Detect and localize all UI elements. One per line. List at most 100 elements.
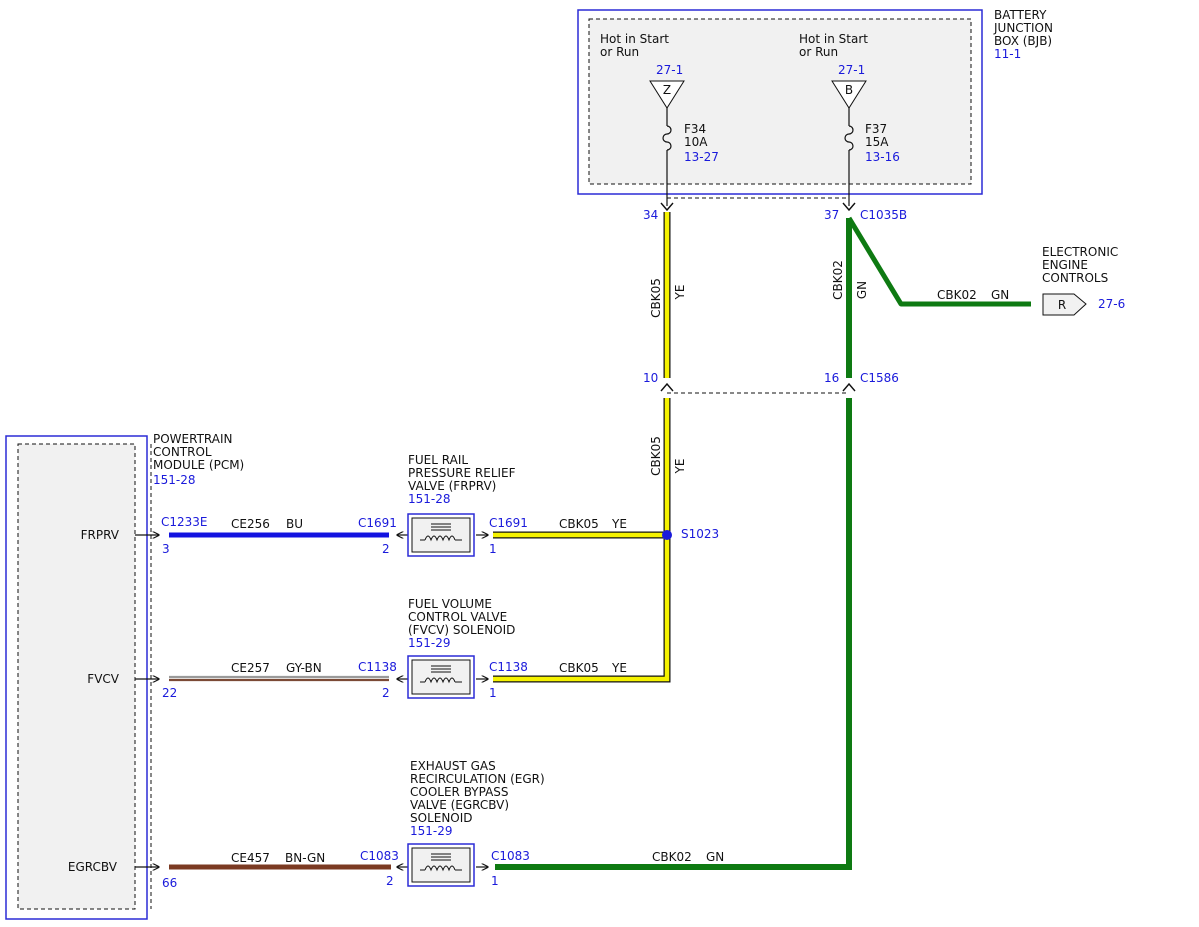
frprv-component-frame [407, 513, 475, 557]
bjb-right-feed-ref: 27-1 [838, 63, 865, 77]
pcm-pin-3: 3 [162, 542, 170, 556]
wire-cbk05-fvcv-ckt: CBK05 [559, 661, 599, 675]
fvcv-component-frame [407, 655, 475, 699]
wire-cbk05-upper-color: YE [673, 285, 687, 301]
wire-ce256-ckt: CE256 [231, 517, 270, 531]
wire-cbk02-egrcbv-color: GN [706, 850, 724, 864]
wire-ce457-color: BN-GN [285, 851, 325, 865]
bjb-left-hot-line-2: or Run [600, 45, 639, 59]
fvcv-title-line-1: FUEL VOLUME [408, 597, 492, 611]
c1035b-pin37-arrow [842, 202, 856, 212]
splice-s1023-label: S1023 [681, 527, 719, 541]
bjb-outer-frame [577, 9, 983, 195]
wire-cbk02-eec [846, 216, 1031, 307]
eec-title-line-3: CONTROLS [1042, 271, 1108, 285]
egrcbv-title-line-5: SOLENOID [410, 811, 473, 825]
c1586-pin-16: 16 [824, 371, 839, 385]
egrcbv-title-line-4: VALVE (EGRCBV) [410, 798, 509, 812]
wire-cbk02-gn: CBK02 GN CBK02 GN [495, 216, 1031, 870]
egrcbv-pin-1: 1 [491, 874, 499, 888]
c1586-pin10-arrow [660, 382, 674, 392]
bjb-left-feed-triangle [649, 80, 685, 109]
wire-ce457-ckt: CE457 [231, 851, 270, 865]
frprv-solenoid-icon [420, 523, 462, 542]
egrcbv-ref: 151-29 [410, 824, 453, 838]
pcm-signal-fvcv: FVCV [87, 672, 119, 686]
wire-cbk02-lower [495, 398, 852, 870]
wire-cbk05-lower-color: YE [673, 459, 687, 475]
bjb-left-hot-line-1: Hot in Start [600, 32, 669, 46]
c1035b-pin-37: 37 [824, 208, 839, 222]
pcm-pin-66: 66 [162, 876, 177, 890]
bjb-left-feed-ref: 27-1 [656, 63, 683, 77]
bjb-right-hot-line-1: Hot in Start [799, 32, 868, 46]
c1035b-pin-34: 34 [643, 208, 658, 222]
bjb-title-line-3: BOX (BJB) [994, 34, 1052, 48]
fuse-f37-icon [844, 125, 854, 151]
fvcv-component-body [411, 659, 471, 695]
fuse-f34-icon [662, 125, 672, 151]
eec-title-line-1: ELECTRONIC [1042, 245, 1118, 259]
c1035b-label: C1035B [860, 208, 907, 222]
bjb-right-feed-triangle [831, 80, 867, 109]
egrcbv-title-line-1: EXHAUST GAS [410, 759, 496, 773]
connector-c1035b: 34 37 C1035B [643, 197, 907, 222]
wire-cbk02-eec-color: GN [991, 288, 1009, 302]
electronic-engine-controls: ELECTRONIC ENGINE CONTROLS R 27-6 [1042, 245, 1125, 316]
c1586-pin-10: 10 [643, 371, 658, 385]
wire-cbk05-lower [493, 398, 670, 682]
wire-cbk05-frprv-ckt: CBK05 [559, 517, 599, 531]
frprv-ref: 151-28 [408, 492, 451, 506]
egrcbv-solenoid-icon [420, 853, 462, 872]
frprv-pin-2: 2 [382, 542, 390, 556]
eec-title-line-2: ENGINE [1042, 258, 1088, 272]
fuse-f34-amps: 10A [684, 135, 708, 149]
wire-cbk02-vertical-ckt: CBK02 [831, 260, 845, 300]
eec-ref: 27-6 [1098, 297, 1125, 311]
pcm-connector-c1233e: C1233E [161, 515, 208, 529]
splice-s1023-dot [662, 530, 672, 540]
bjb-right-hot-line-2: or Run [799, 45, 838, 59]
bjb-left-feed-letter: Z [663, 83, 671, 97]
egrcbv-component-frame [407, 843, 475, 887]
eec-letter: R [1058, 298, 1066, 312]
egrcbv-title-line-3: COOLER BYPASS [410, 785, 509, 799]
pcm-title-line-2: CONTROL [153, 445, 212, 459]
wire-ce257-ckt: CE257 [231, 661, 270, 675]
connector-c1586: 10 16 C1586 [643, 371, 899, 394]
c1586-pin16-arrow [842, 382, 856, 392]
wire-cbk05-fvcv-color: YE [611, 661, 627, 675]
fuse-f37-amps: 15A [865, 135, 889, 149]
fuse-f34-ref: 13-27 [684, 150, 719, 164]
pcm-title-line-3: MODULE (PCM) [153, 458, 244, 472]
egrcbv-component-body [411, 847, 471, 883]
bjb-right-feed-letter: B [845, 83, 853, 97]
fvcv-connector-left: C1138 [358, 660, 397, 674]
fvcv-pin-2: 2 [382, 686, 390, 700]
frprv-title-line-1: FUEL RAIL [408, 453, 468, 467]
fvcv-solenoid-icon [420, 665, 462, 684]
c1035b-pin34-arrow [660, 202, 674, 212]
pcm-pin-22: 22 [162, 686, 177, 700]
wire-cbk05-lower-ckt: CBK05 [649, 436, 663, 476]
bjb-title-line-2: JUNCTION [993, 21, 1053, 35]
wire-cbk02-egrcbv-ckt: CBK02 [652, 850, 692, 864]
bjb-inner-frame [588, 18, 972, 185]
wire-ce257-color: GY-BN [286, 661, 322, 675]
fvcv-ref: 151-29 [408, 636, 451, 650]
pcm-outer-frame [5, 435, 148, 920]
pcm-title-line-1: POWERTRAIN [153, 432, 233, 446]
pcm-signal-egrcbv: EGRCBV [68, 860, 118, 874]
wire-cbk05-frprv-color: YE [611, 517, 627, 531]
wire-ce256-color: BU [286, 517, 303, 531]
frprv-connector-left: C1691 [358, 516, 397, 530]
fuse-f37-ref: 13-16 [865, 150, 900, 164]
egrcbv-title-line-2: RECIRCULATION (EGR) [410, 772, 545, 786]
frprv-pin-1: 1 [489, 542, 497, 556]
wire-cbk05-upper-ckt: CBK05 [649, 278, 663, 318]
egrcbv-connector-left: C1083 [360, 849, 399, 863]
wire-cbk05-ye: CBK05 YE CBK05 YE [493, 212, 687, 683]
fvcv-connector-right: C1138 [489, 660, 528, 674]
frprv-title-line-3: VALVE (FRPRV) [408, 479, 496, 493]
frprv-component-body [411, 517, 471, 553]
